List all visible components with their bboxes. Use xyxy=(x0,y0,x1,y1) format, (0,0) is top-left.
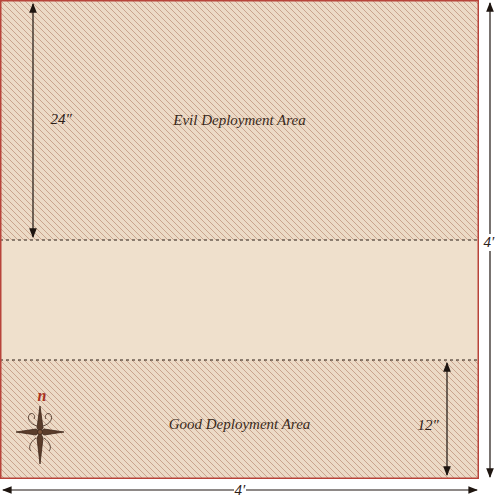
evil-hatching xyxy=(0,0,479,240)
dimension-label: 24″ xyxy=(50,112,71,127)
board-border xyxy=(1,1,479,479)
compass-north: n xyxy=(38,388,47,404)
dimension-label: 12″ xyxy=(417,418,438,433)
zone-title: Good Deployment Area xyxy=(169,416,311,433)
zone-boundary xyxy=(0,240,479,241)
good-hatching xyxy=(0,360,479,479)
dimension-label: 4′ xyxy=(483,234,496,251)
compass-rose xyxy=(16,406,64,464)
zone-boundary xyxy=(0,360,479,361)
dimension-arrow xyxy=(32,4,33,237)
deployment-band: Evil Deployment Area xyxy=(0,0,479,240)
dimension-arrow xyxy=(446,363,447,475)
dimension-label: 4′ xyxy=(234,482,247,499)
zone-title: Evil Deployment Area xyxy=(173,112,305,129)
deployment-band: Good Deployment Area xyxy=(0,360,479,479)
no-mans-land xyxy=(0,240,479,360)
board-ground xyxy=(0,0,479,479)
